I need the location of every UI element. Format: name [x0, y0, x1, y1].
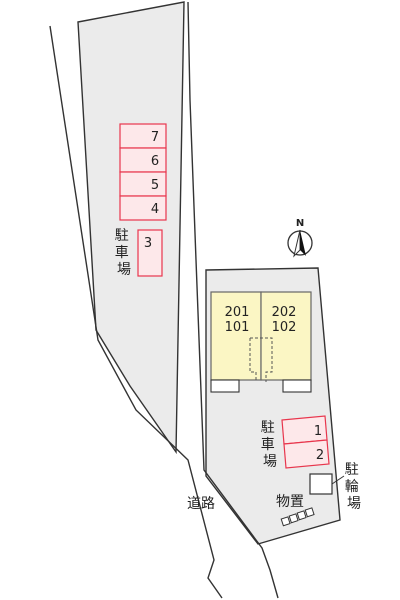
north-arrow-icon: N: [287, 218, 313, 258]
road-edge-west: [49, 25, 223, 599]
bicycle-label-char-1: 駐: [345, 462, 359, 478]
parking-space: 3: [137, 229, 163, 277]
unit-number-201: 201: [225, 305, 250, 320]
parking-space: 1: [281, 415, 328, 445]
storage-shed: [309, 473, 345, 495]
north-label: N: [296, 218, 304, 229]
right-parking-spaces: 1 2: [281, 415, 330, 469]
parking-space-number: 6: [151, 154, 159, 169]
parking-space-number: 7: [151, 130, 159, 145]
parking-space: 6: [119, 147, 167, 173]
bicycle-parking-racks: [280, 507, 315, 527]
parking-space: 7: [119, 123, 167, 149]
left-parking-label-char-2: 車: [115, 244, 129, 261]
left-parking-label: 駐 車 場: [115, 228, 133, 278]
entrance-corridor: [249, 337, 273, 382]
parking-space: 5: [119, 171, 167, 197]
road-label: 道路: [187, 496, 215, 512]
parking-space: 2: [283, 439, 330, 469]
entrance-step-right: [282, 379, 312, 393]
unit-number-101: 101: [225, 320, 250, 335]
left-parking-spaces: 7 6 5 4 3: [119, 123, 167, 277]
parking-space: 4: [119, 195, 167, 221]
parking-space-number: 1: [314, 424, 322, 439]
parking-space-number: 4: [151, 202, 159, 217]
left-lot: [77, 1, 185, 455]
right-parking-label-char-3: 場: [263, 454, 277, 470]
left-parking-label-char-1: 駐: [115, 228, 129, 244]
entrance-step-left: [210, 379, 240, 393]
right-parking-label-char-2: 車: [261, 436, 275, 453]
building-unit-left: [210, 291, 262, 381]
left-parking-label-char-3: 場: [117, 262, 131, 278]
bicycle-label-char-2: 輪: [345, 478, 359, 495]
bicycle-parking-label: 駐 輪 場: [345, 462, 363, 512]
parking-space-number: 3: [144, 236, 152, 251]
right-parking-label: 駐 車 場: [261, 420, 279, 470]
storage-label: 物置: [276, 494, 304, 510]
parking-space-number: 5: [151, 178, 159, 193]
road-edge-east: [187, 1, 279, 599]
parking-space-number: 2: [316, 448, 324, 463]
building-unit-right: [260, 291, 312, 381]
unit-number-102: 102: [272, 320, 297, 335]
bicycle-label-char-3: 場: [347, 496, 361, 512]
unit-number-202: 202: [272, 305, 297, 320]
apartment-building: 201 101 202 102: [210, 291, 312, 393]
right-parking-label-char-1: 駐: [261, 420, 275, 436]
